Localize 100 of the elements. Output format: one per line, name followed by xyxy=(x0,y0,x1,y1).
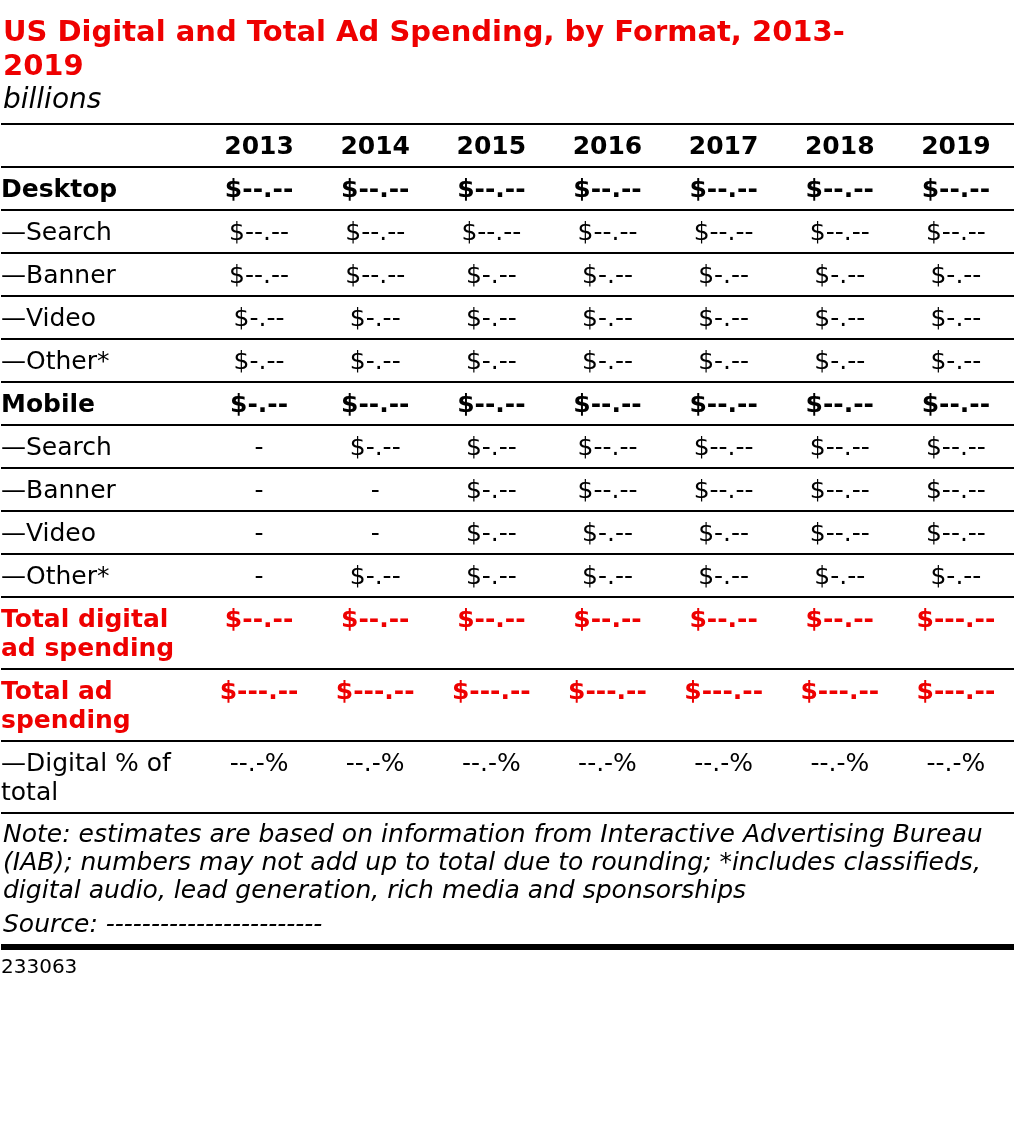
table-cell: $--.-- xyxy=(781,468,898,511)
footnote: Note: estimates are based on information from Interactive Advertising Bureau (IAB); numbers may not add up to total due to rounding; *includes classifieds, digital audio, lead generation, rich media and sponsorships xyxy=(3,820,984,904)
table-cell: $--.-- xyxy=(665,210,782,253)
table-cell: $-.-- xyxy=(549,511,666,554)
row-header: —Banner xyxy=(1,253,201,296)
table-cell: $-.-- xyxy=(433,554,550,597)
row-header: —Other* xyxy=(1,554,201,597)
chart-title: US Digital and Total Ad Spending, by Format, 2013-2019 xyxy=(3,14,846,82)
table-cell: --.-% xyxy=(549,741,666,813)
row-header: —Other* xyxy=(1,339,201,382)
column-header: 2018 xyxy=(781,124,898,167)
table-cell: $---.-- xyxy=(317,669,434,741)
table-cell: $--.-- xyxy=(665,425,782,468)
table-cell: $---.-- xyxy=(665,669,782,741)
column-header: 2015 xyxy=(433,124,550,167)
table-cell: $--.-- xyxy=(781,597,898,669)
table-cell: $-.-- xyxy=(317,554,434,597)
row-header: —Banner xyxy=(1,468,201,511)
table-cell: $--.-- xyxy=(317,382,434,425)
table-cell: $--.-- xyxy=(433,167,550,210)
table-cell: $--.-- xyxy=(317,597,434,669)
column-header: 2017 xyxy=(665,124,782,167)
table-cell: $-.-- xyxy=(665,511,782,554)
table-cell: $-.-- xyxy=(433,339,550,382)
table-cell: $-.-- xyxy=(897,253,1014,296)
table-cell: $-.-- xyxy=(549,253,666,296)
table-cell: $-.-- xyxy=(665,253,782,296)
column-header: 2016 xyxy=(549,124,666,167)
column-header: 2014 xyxy=(317,124,434,167)
column-header: 2013 xyxy=(201,124,318,167)
table-cell: $--.-- xyxy=(549,468,666,511)
table-cell: $-.-- xyxy=(317,425,434,468)
table-cell: $--.-- xyxy=(665,382,782,425)
table-cell: $--.-- xyxy=(665,167,782,210)
table-cell: $--.-- xyxy=(549,167,666,210)
row-header: —Video xyxy=(1,511,201,554)
table-cell: $-.-- xyxy=(433,253,550,296)
table-cell: $-.-- xyxy=(201,339,318,382)
table-cell: $--.-- xyxy=(549,210,666,253)
table-cell: $--.-- xyxy=(433,210,550,253)
table-cell: $-.-- xyxy=(549,554,666,597)
table-cell: - xyxy=(201,425,318,468)
table-cell: - xyxy=(201,468,318,511)
table-cell: $---.-- xyxy=(433,669,550,741)
table-cell: $-.-- xyxy=(781,296,898,339)
table-cell: $-.-- xyxy=(665,296,782,339)
table-cell: --.-% xyxy=(897,741,1014,813)
table-cell: - xyxy=(201,554,318,597)
table-cell: --.-% xyxy=(665,741,782,813)
table-cell: --.-% xyxy=(317,741,434,813)
table-cell: $--.-- xyxy=(549,597,666,669)
table-cell: $--.-- xyxy=(665,597,782,669)
table-cell: $---.-- xyxy=(897,669,1014,741)
table-cell: $-.-- xyxy=(897,296,1014,339)
table-cell: $---.-- xyxy=(897,597,1014,669)
table-cell: $---.-- xyxy=(201,669,318,741)
row-header: Mobile xyxy=(1,382,201,425)
source-note: Source: ------------------------ xyxy=(3,910,324,938)
table-cell: $--.-- xyxy=(897,468,1014,511)
table-cell: $--.-- xyxy=(201,597,318,669)
table-cell: $--.-- xyxy=(201,253,318,296)
row-header: —Video xyxy=(1,296,201,339)
table-cell: $-.-- xyxy=(317,339,434,382)
table-cell: $-.-- xyxy=(781,554,898,597)
chart-id: 233063 xyxy=(1,954,78,978)
table-cell: $--.-- xyxy=(897,511,1014,554)
table-cell: $--.-- xyxy=(897,210,1014,253)
table-cell: $-.-- xyxy=(433,468,550,511)
table-cell: $-.-- xyxy=(897,339,1014,382)
table-cell: $--.-- xyxy=(317,253,434,296)
table-cell: $--.-- xyxy=(433,597,550,669)
row-header: —Search xyxy=(1,210,201,253)
table-cell: $-.-- xyxy=(781,339,898,382)
table-cell: $-.-- xyxy=(317,296,434,339)
table-cell: $--.-- xyxy=(433,382,550,425)
table-cell: - xyxy=(317,468,434,511)
table-cell: $--.-- xyxy=(897,167,1014,210)
table-cell: $-.-- xyxy=(201,296,318,339)
table-cell: $---.-- xyxy=(549,669,666,741)
table-cell: $--.-- xyxy=(897,425,1014,468)
table-cell: - xyxy=(317,511,434,554)
table-cell: $--.-- xyxy=(317,210,434,253)
table-cell: $-.-- xyxy=(897,554,1014,597)
table-cell: $--.-- xyxy=(665,468,782,511)
table-cell: --.-% xyxy=(781,741,898,813)
table-cell: $--.-- xyxy=(781,425,898,468)
row-header: Total digital ad spending xyxy=(1,597,201,669)
table-cell: $--.-- xyxy=(549,425,666,468)
table-cell: $-.-- xyxy=(781,253,898,296)
table-cell: - xyxy=(201,511,318,554)
table-cell: $--.-- xyxy=(897,382,1014,425)
table-cell: $--.-- xyxy=(201,167,318,210)
unit-subtitle: billions xyxy=(3,82,102,115)
table-cell: $-.-- xyxy=(433,425,550,468)
table-cell: $-.-- xyxy=(665,339,782,382)
table-cell: $-.-- xyxy=(433,296,550,339)
row-header: Desktop xyxy=(1,167,201,210)
table-cell: $--.-- xyxy=(781,511,898,554)
table-cell: $--.-- xyxy=(781,167,898,210)
row-header: Total ad spending xyxy=(1,669,201,741)
